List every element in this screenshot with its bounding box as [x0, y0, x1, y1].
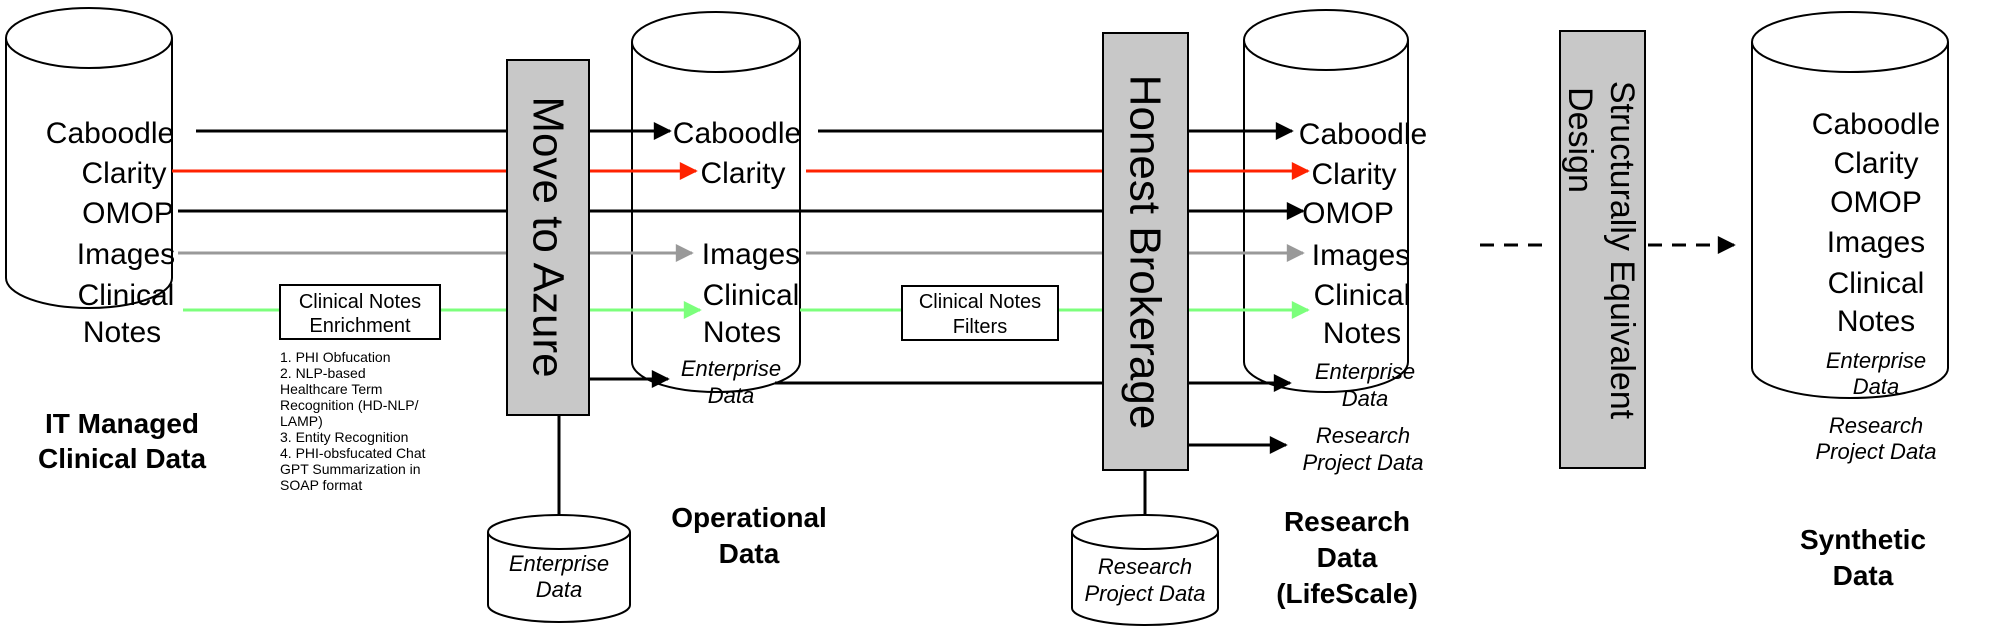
- honest-brokerage-label: Honest Brokerage: [1121, 75, 1170, 430]
- source-caption-line1: IT Managed: [45, 408, 199, 439]
- honest-brokerage-box: [1102, 32, 1189, 471]
- research-item-clinical: Clinical: [1314, 279, 1411, 312]
- research-caption-line3: (LifeScale): [1276, 578, 1418, 609]
- source-item-caboodle: Caboodle: [46, 117, 174, 150]
- structural-label-line2: Design: [1561, 87, 1599, 193]
- source-caption-line2: Clinical Data: [38, 443, 206, 474]
- research-item-notes: Notes: [1323, 317, 1401, 350]
- enrichment-line1: Clinical Notes: [299, 291, 421, 313]
- move-to-azure-label: Move to Azure: [524, 96, 573, 377]
- synthetic-item-images: Images: [1827, 226, 1925, 259]
- source-item-clinical: Clinical: [78, 279, 175, 312]
- synthetic-enterprise-line1: Enterprise: [1826, 348, 1926, 373]
- synthetic-item-omop: OMOP: [1830, 186, 1922, 219]
- structural-label-line1: Structurally Equivalent: [1603, 81, 1641, 420]
- enterprise-data-small-cylinder: [487, 514, 631, 623]
- operational-caption-line1: Operational: [671, 502, 827, 533]
- source-item-images: Images: [77, 238, 175, 271]
- operational-item-clinical: Clinical: [703, 279, 800, 312]
- structurally-equivalent-design-label: Structurally Equivalent Design: [1561, 81, 1641, 420]
- synthetic-item-clarity: Clarity: [1833, 147, 1918, 180]
- filters-line2: Filters: [953, 316, 1007, 338]
- research-item-images: Images: [1312, 239, 1410, 272]
- clinical-notes-enrichment-box: [279, 284, 441, 340]
- operational-item-caboodle: Caboodle: [673, 117, 801, 150]
- operational-database-cylinder: [631, 11, 801, 393]
- operational-enterprise-line1: Enterprise: [681, 356, 781, 381]
- research-project-line2: Project Data: [1302, 450, 1423, 475]
- enrichment-step: Healthcare Term: [280, 381, 382, 397]
- enrichment-step: GPT Summarization in: [280, 461, 421, 477]
- enrichment-step: Recognition (HD-NLP/: [280, 397, 419, 413]
- source-item-clarity: Clarity: [81, 157, 166, 190]
- structurally-equivalent-design-box: [1559, 30, 1646, 469]
- synthetic-database-cylinder: [1751, 11, 1949, 399]
- enrichment-step: 1. PHI Obfucation: [280, 349, 391, 365]
- operational-enterprise-line2: Data: [708, 383, 754, 408]
- research-project-line1: Research: [1316, 423, 1410, 448]
- source-item-notes: Notes: [83, 316, 161, 349]
- synthetic-research-line1: Research: [1829, 413, 1923, 438]
- synthetic-research-line2: Project Data: [1815, 439, 1936, 464]
- enrichment-step: 2. NLP-based: [280, 365, 366, 381]
- enrichment-step: SOAP format: [280, 477, 362, 493]
- enterprise-db-line2: Data: [536, 577, 582, 602]
- research-project-data-small-cylinder: [1071, 514, 1219, 626]
- source-database-cylinder: [5, 7, 173, 309]
- synthetic-item-clinical: Clinical: [1828, 267, 1925, 300]
- research-item-clarity: Clarity: [1311, 158, 1396, 191]
- research-caption-line1: Research: [1284, 506, 1410, 537]
- research-enterprise-line2: Data: [1342, 386, 1388, 411]
- enrichment-steps-list: 1. PHI Obfucation 2. NLP-based Healthcar…: [280, 349, 426, 493]
- research-project-db-line1: Research: [1098, 554, 1192, 579]
- enrichment-step: 3. Entity Recognition: [280, 429, 408, 445]
- clinical-notes-filters-box: [901, 285, 1059, 341]
- enterprise-db-line1: Enterprise: [509, 551, 609, 576]
- filters-line1: Clinical Notes: [919, 291, 1041, 313]
- research-project-db-line2: Project Data: [1084, 581, 1205, 606]
- move-to-azure-box: [506, 59, 590, 416]
- enrichment-step: 4. PHI-obsfucated Chat: [280, 445, 426, 461]
- source-item-omop: OMOP: [82, 197, 174, 230]
- synthetic-enterprise-line2: Data: [1853, 374, 1899, 399]
- research-enterprise-line1: Enterprise: [1315, 359, 1415, 384]
- synthetic-item-notes: Notes: [1837, 305, 1915, 338]
- research-item-caboodle: Caboodle: [1299, 118, 1427, 151]
- enrichment-step: LAMP): [280, 413, 323, 429]
- synthetic-item-caboodle: Caboodle: [1812, 108, 1940, 141]
- synthetic-caption-line2: Data: [1833, 560, 1894, 591]
- synthetic-caption-line1: Synthetic: [1800, 524, 1926, 555]
- enrichment-line2: Enrichment: [309, 315, 411, 337]
- operational-item-notes: Notes: [703, 316, 781, 349]
- operational-caption-line2: Data: [719, 538, 780, 569]
- research-caption-line2: Data: [1317, 542, 1378, 573]
- operational-item-images: Images: [702, 238, 800, 271]
- research-item-omop: OMOP: [1302, 197, 1394, 230]
- operational-item-clarity: Clarity: [700, 157, 785, 190]
